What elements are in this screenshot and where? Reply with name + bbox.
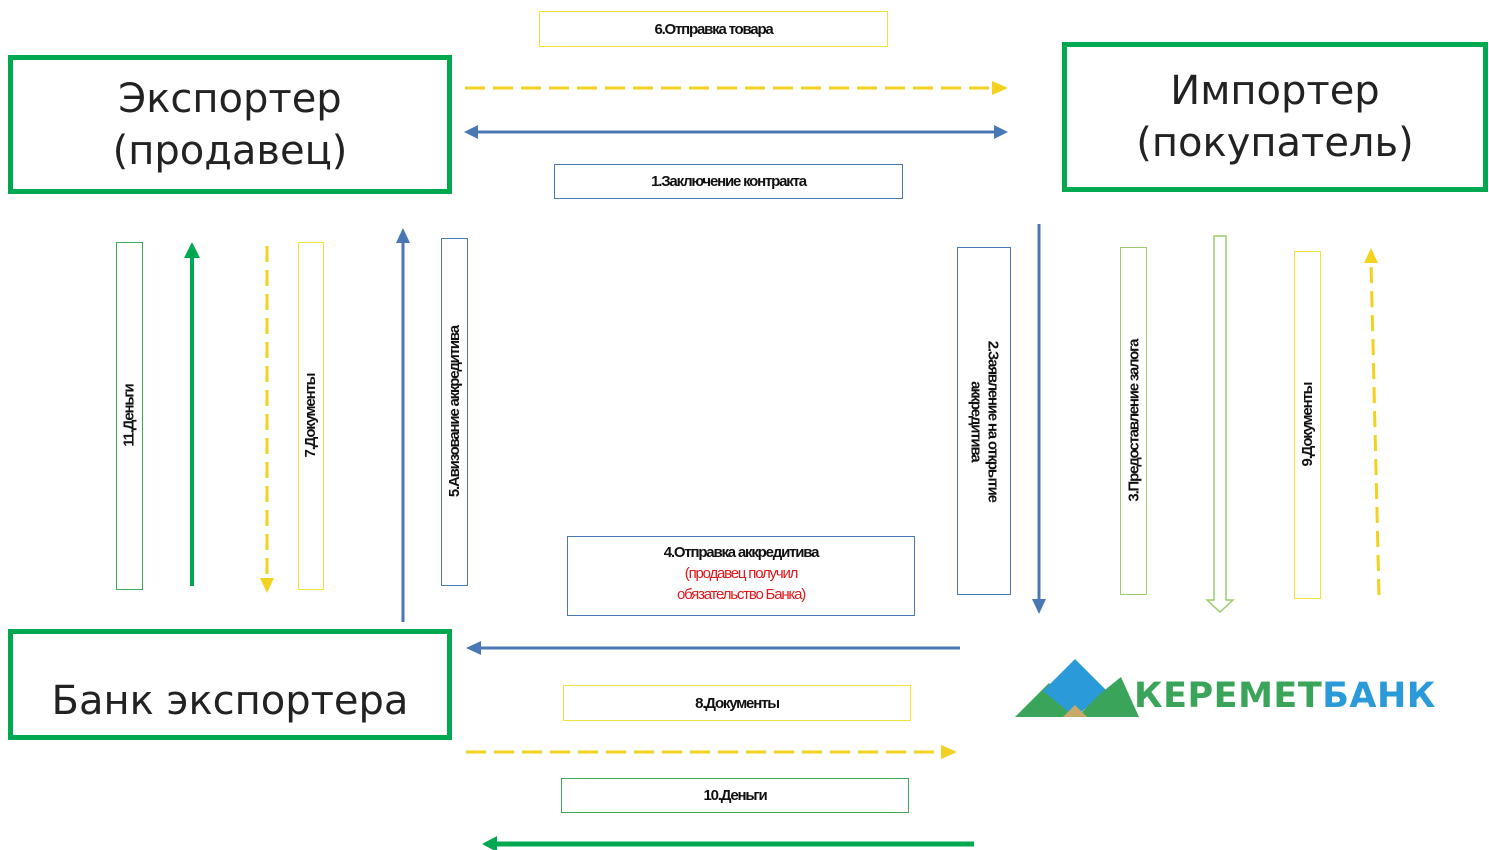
step-2-label: 2.Заявление на открытие аккредитива [957, 247, 1011, 595]
arrow-lc-advice [396, 228, 410, 622]
keremet-bank-logo-icon [1015, 659, 1139, 717]
arrow-lc-sent [466, 641, 960, 655]
step-9-label: 9.Документы [1294, 251, 1321, 599]
arrow-documents-to-bank [466, 745, 957, 759]
arrow-goods-shipment [465, 81, 1008, 95]
step-2-text-line2: аккредитива [967, 380, 985, 462]
step-3-label: 3.Предоставление залога [1120, 247, 1147, 595]
arrow-money-to-exporter-bank [482, 836, 974, 850]
step-4-note-line1: (продавец получил [684, 565, 799, 582]
arrow-money-to-exporter [184, 242, 200, 586]
step-8-label: 8.Документы [563, 685, 911, 721]
importer-subtitle: (покупатель) [1136, 120, 1414, 166]
arrow-documents-to-importer [1364, 248, 1381, 596]
step-4-text: 4.Отправка аккредитива [663, 544, 820, 561]
step-4-note-line2: обязательство Банка) [676, 586, 806, 603]
step-5-text: 5.Авизование аккредитива [445, 326, 463, 498]
step-3-text: 3.Предоставление залога [1124, 340, 1142, 502]
arrow-collateral [1205, 235, 1235, 614]
step-7-text: 7.Документы [302, 374, 320, 458]
bank-logo-text-part1: КЕРЕМЕТ [1134, 676, 1323, 716]
exporter-bank-title: Банк экспортера [51, 678, 409, 724]
arrow-documents-to-exporter-bank [260, 246, 274, 593]
step-8-text: 8.Документы [695, 694, 780, 712]
step-11-text: 11.Деньги [120, 384, 138, 448]
step-1-text: 1.Заключение контракта [651, 173, 807, 190]
step-9-text: 9.Документы [1298, 383, 1316, 467]
bank-logo-text: КЕРЕМЕТБАНК [1134, 676, 1436, 716]
arrow-lc-application [1032, 224, 1046, 614]
step-6-label: 6.Отправка товара [539, 11, 888, 47]
exporter-title: Экспортер [118, 75, 342, 122]
bank-logo-text-part2: БАНК [1322, 676, 1436, 716]
step-1-label: 1.Заключение контракта [554, 164, 903, 199]
importer-title: Импортер [1170, 68, 1380, 114]
step-5-label: 5.Авизование аккредитива [441, 238, 468, 586]
exporter-box: Экспортер (продавец) [8, 55, 452, 194]
step-10-text: 10.Деньги [703, 787, 767, 804]
step-6-text: 6.Отправка товара [654, 20, 773, 38]
step-10-label: 10.Деньги [561, 778, 909, 813]
exporter-subtitle: (продавец) [112, 127, 348, 174]
arrow-contract [464, 125, 1008, 139]
importer-box: Импортер (покупатель) [1062, 42, 1488, 192]
step-4-label: 4.Отправка аккредитива (продавец получил… [567, 536, 915, 616]
step-2-text-line1: 2.Заявление на открытие [984, 340, 1002, 502]
step-7-label: 7.Документы [298, 242, 324, 590]
step-11-label: 11.Деньги [116, 242, 143, 590]
exporter-bank-box: Банк экспортера [8, 629, 452, 740]
